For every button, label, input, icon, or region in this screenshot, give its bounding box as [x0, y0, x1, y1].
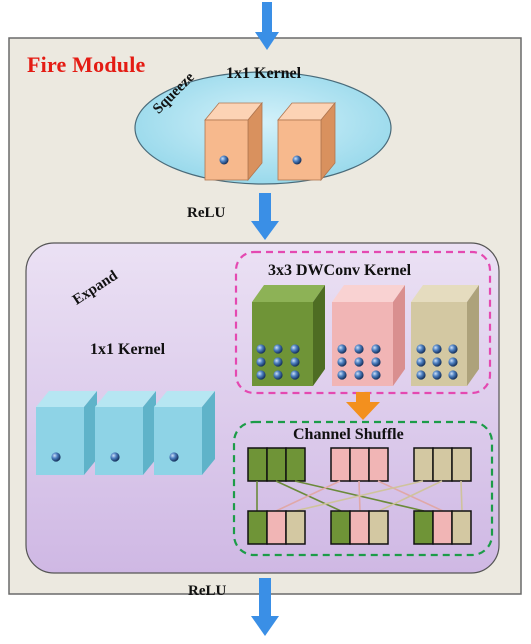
kernel-dot	[51, 452, 61, 462]
relu-arrow-1	[251, 193, 279, 240]
expand-kernel-box-2	[95, 391, 156, 475]
shuffle-top-group-green	[247, 447, 306, 482]
dwconv-kernel-tan	[411, 285, 479, 386]
shuffle-connections	[256, 480, 463, 512]
relu-label-2: ReLU	[188, 583, 227, 599]
channel-shuffle-label: Channel Shuffle	[293, 426, 404, 443]
squeeze-kernel-box-2	[277, 101, 336, 182]
kernel-dot	[292, 155, 302, 165]
kernel-dot	[219, 155, 229, 165]
channel-shuffle-box	[232, 420, 494, 557]
expand-kernel-label: 1x1 Kernel	[90, 341, 166, 358]
shuffle-top-group-tan	[413, 447, 472, 482]
relu-arrow-2	[251, 578, 279, 636]
shuffle-bottom-group-2	[330, 510, 389, 545]
kernel-dots-grid	[337, 344, 381, 380]
shuffle-bottom-group-1	[247, 510, 306, 545]
expand-kernel-box-1	[36, 391, 97, 475]
dwconv-kernel-pink	[332, 285, 405, 386]
squeeze-kernel-label: 1x1 Kernel	[226, 65, 302, 82]
squeeze-kernel-box-1	[204, 101, 263, 182]
expand-kernel-box-3	[154, 391, 215, 475]
input-arrow	[255, 2, 279, 50]
dwconv-group-box	[234, 250, 492, 395]
dwconv-kernel-green	[252, 285, 325, 386]
dwconv-to-shuffle-arrow	[346, 392, 380, 420]
kernel-dot	[169, 452, 179, 462]
relu-label-1: ReLU	[187, 205, 226, 221]
kernel-dots-grid	[416, 344, 458, 380]
dwconv-kernel-label: 3x3 DWConv Kernel	[268, 262, 412, 279]
shuffle-top-group-pink	[330, 447, 389, 482]
kernel-dots-grid	[256, 344, 300, 380]
module-title: Fire Module	[27, 52, 146, 77]
shuffle-bottom-group-3	[413, 510, 472, 545]
kernel-dot	[110, 452, 120, 462]
